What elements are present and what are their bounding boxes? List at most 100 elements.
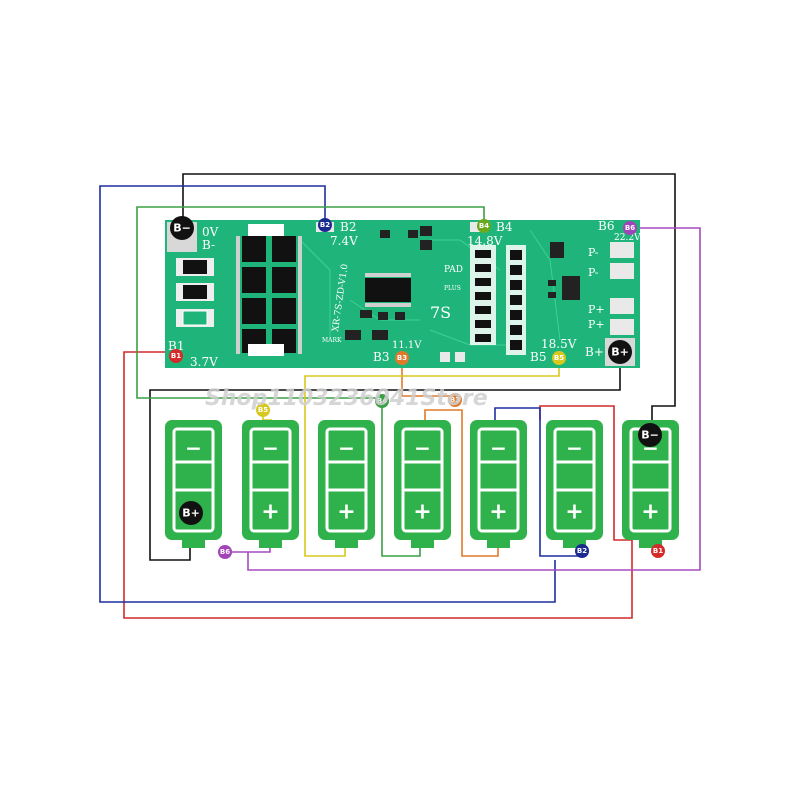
smd bbox=[562, 276, 580, 300]
label-b2: B2 bbox=[340, 220, 356, 234]
label-p-minus-2: P- bbox=[588, 266, 599, 279]
smd bbox=[378, 312, 388, 320]
cell-body bbox=[242, 420, 299, 540]
label-14-8v: 14.8V bbox=[467, 234, 503, 248]
label-p-plus-2: P+ bbox=[588, 318, 605, 331]
cell-frame bbox=[325, 427, 368, 533]
wire-b5-board bbox=[304, 362, 560, 557]
badge-b-plus-label: B+ bbox=[182, 507, 200, 520]
cell-frame bbox=[553, 427, 596, 533]
res bbox=[475, 306, 491, 314]
smd bbox=[548, 280, 556, 286]
pad-b-plus-label: B+ bbox=[611, 346, 629, 359]
smd bbox=[360, 310, 372, 318]
smd bbox=[380, 230, 390, 238]
res bbox=[510, 325, 522, 335]
cell-terminal bbox=[639, 540, 662, 548]
res bbox=[510, 295, 522, 305]
label-7s: 7S bbox=[430, 303, 451, 322]
res bbox=[510, 250, 522, 260]
lead-strip bbox=[298, 236, 302, 354]
mosfet-leads bbox=[236, 236, 302, 354]
cell-body bbox=[394, 420, 451, 540]
res bbox=[475, 278, 491, 286]
cell-terminal bbox=[259, 540, 282, 548]
cell-frame bbox=[172, 427, 215, 533]
smd bbox=[345, 330, 361, 340]
badge-b3-label: B3 bbox=[450, 396, 460, 404]
resistor-body bbox=[182, 310, 208, 326]
pad-b3-label: B3 bbox=[397, 354, 407, 362]
res bbox=[510, 280, 522, 290]
cell-terminal bbox=[335, 540, 358, 548]
badge-b2-label: B2 bbox=[577, 547, 587, 555]
res bbox=[475, 250, 491, 258]
label-b6: B6 bbox=[598, 219, 614, 233]
cell-plus-symbol: + bbox=[641, 500, 659, 525]
cell-terminal bbox=[487, 540, 510, 548]
cell-plus-symbol: + bbox=[413, 500, 431, 525]
badge-b4 bbox=[375, 394, 389, 408]
cell-minus-symbol: − bbox=[262, 436, 279, 460]
label-3-7v: 3.7V bbox=[190, 355, 218, 369]
header-top bbox=[248, 224, 284, 236]
smd bbox=[548, 292, 556, 298]
cell-minus-symbol: − bbox=[490, 436, 507, 460]
lead-strip bbox=[236, 236, 240, 354]
ic-pins bbox=[365, 273, 411, 307]
smd bbox=[395, 312, 405, 320]
pad-b4 bbox=[477, 219, 491, 233]
pad-p-plus-2 bbox=[610, 319, 634, 335]
res bbox=[475, 320, 491, 328]
smd bbox=[420, 240, 432, 250]
badge-b6 bbox=[218, 545, 232, 559]
pad-b6 bbox=[623, 221, 637, 235]
watermark: Shop1103236041Store bbox=[205, 386, 488, 411]
pad-b2 bbox=[318, 218, 332, 232]
pad-b4-label: B4 bbox=[479, 222, 489, 230]
cell-body bbox=[470, 420, 527, 540]
balance-resistor-bodies bbox=[475, 250, 522, 350]
res bbox=[510, 310, 522, 320]
label-b5: B5 bbox=[530, 350, 546, 364]
label-7-4v: 7.4V bbox=[330, 234, 358, 248]
label-18-5v: 18.5V bbox=[541, 337, 577, 351]
smd-parts bbox=[345, 226, 580, 340]
pad-b3 bbox=[395, 351, 409, 365]
ic-pin-row bbox=[365, 303, 411, 307]
wire-b-minus bbox=[182, 173, 676, 425]
small-pad bbox=[455, 352, 465, 362]
battery-cell: −+ bbox=[318, 420, 375, 548]
battery-cell: −+ bbox=[470, 420, 527, 548]
wire-b3-cells bbox=[424, 409, 499, 557]
pad-b5 bbox=[552, 351, 566, 365]
mosfet bbox=[242, 236, 266, 262]
badge-b5-label: B5 bbox=[258, 406, 268, 414]
pad-b-plus bbox=[608, 340, 632, 364]
mosfet bbox=[242, 267, 266, 293]
label-p-plus-1: P+ bbox=[588, 303, 605, 316]
cell-terminal bbox=[563, 540, 586, 548]
label-b-plus: B+ bbox=[585, 345, 604, 359]
label-p-minus-1: P- bbox=[588, 246, 599, 259]
small-pad bbox=[440, 352, 450, 362]
battery-cells: −−+−+−+−+−+−+ bbox=[165, 420, 679, 548]
pad-p-minus-2 bbox=[610, 263, 634, 279]
res bbox=[475, 334, 491, 342]
label-b4: B4 bbox=[496, 220, 513, 234]
badge-b1-label: B1 bbox=[653, 547, 663, 555]
pad-b2-label: B2 bbox=[320, 221, 330, 229]
wire-b2-board bbox=[99, 185, 556, 603]
smd bbox=[420, 226, 432, 236]
badge-b5 bbox=[256, 403, 270, 417]
smd bbox=[550, 242, 564, 258]
ic-pin-row bbox=[365, 273, 411, 277]
smd bbox=[372, 330, 388, 340]
pad-b1-label: B1 bbox=[171, 352, 181, 360]
res bbox=[510, 265, 522, 275]
badge-b6-label: B6 bbox=[220, 548, 230, 556]
header-bottom bbox=[248, 344, 284, 356]
res bbox=[475, 292, 491, 300]
